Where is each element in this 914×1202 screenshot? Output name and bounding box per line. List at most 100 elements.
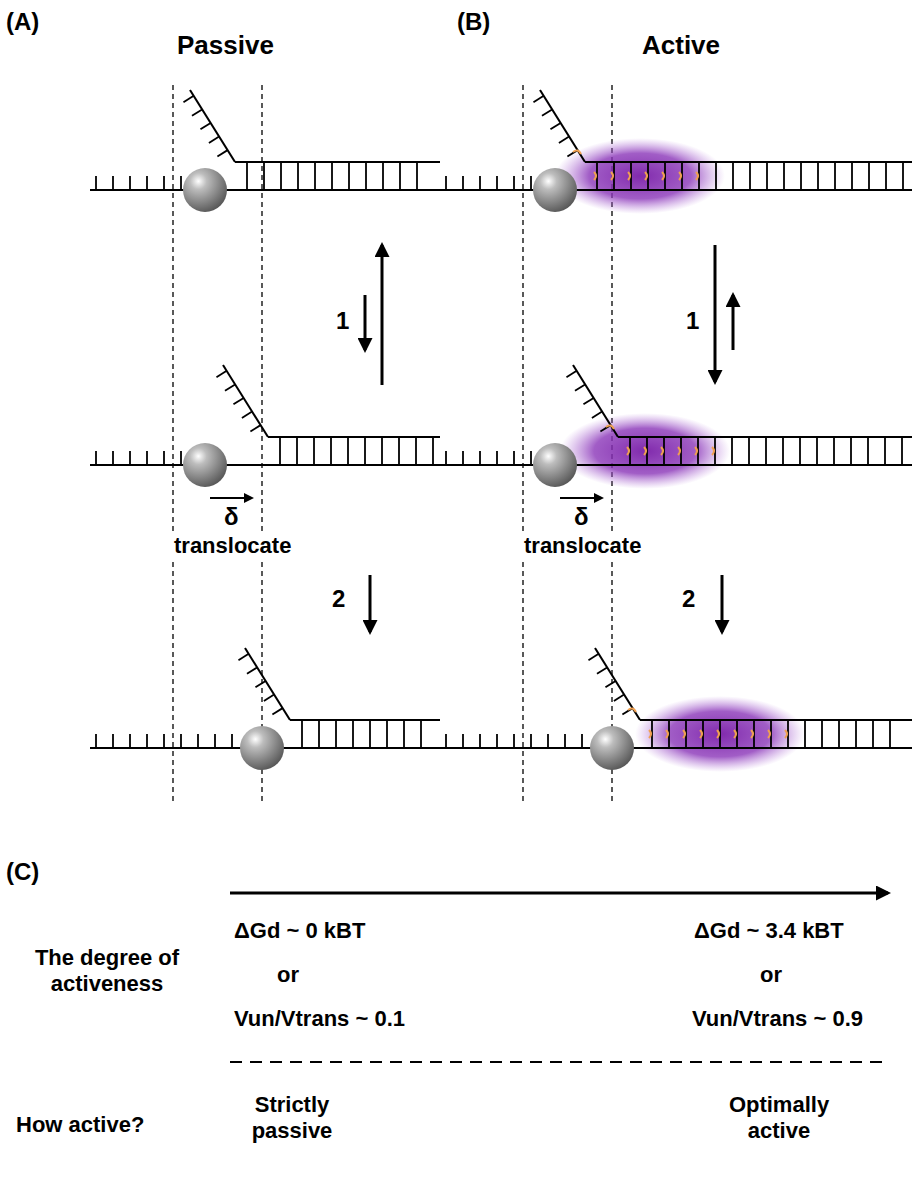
contact-mark <box>700 730 702 738</box>
dna-stroke <box>573 365 618 437</box>
dna-stroke <box>445 451 447 465</box>
dna-stroke <box>242 412 252 418</box>
dna-stroke <box>398 437 400 465</box>
helicase-sphere <box>240 726 284 770</box>
contact-mark <box>768 730 770 738</box>
dna-stroke <box>129 176 131 190</box>
contact-mark <box>649 730 651 738</box>
scale-value: or <box>758 962 784 988</box>
dna-stroke <box>318 720 320 748</box>
contact-mark <box>611 172 613 180</box>
dna-stroke <box>280 162 282 190</box>
dna-stroke <box>183 96 193 102</box>
dna-stroke <box>209 137 219 143</box>
dna-stroke <box>867 437 869 465</box>
dna-stroke <box>190 90 235 162</box>
dna-stroke <box>851 162 853 190</box>
dna-stroke <box>231 734 233 748</box>
dna-stroke <box>513 451 515 465</box>
shift-symbol: δ <box>572 503 591 532</box>
dna-stroke <box>238 654 248 660</box>
contact-mark <box>683 730 685 738</box>
dna-stroke <box>800 162 802 190</box>
contact-mark <box>628 708 636 712</box>
dna-stroke <box>715 162 717 190</box>
contact-mark <box>695 447 697 455</box>
dna-stroke <box>297 162 299 190</box>
dna-stroke <box>440 189 912 191</box>
contact-mark <box>785 730 787 738</box>
scale-value: ΔGd ~ 3.4 kBT <box>692 918 846 944</box>
dna-stroke <box>530 734 532 748</box>
dna-stroke <box>146 734 148 748</box>
contact-mark <box>661 447 663 455</box>
helicase-sphere <box>533 168 577 212</box>
dna-stroke <box>479 451 481 465</box>
dna-stroke <box>233 398 243 404</box>
dna-stroke <box>420 720 422 748</box>
scale-value: Vun/Vtrans ~ 0.9 <box>690 1006 865 1032</box>
dna-stroke <box>216 371 226 377</box>
dna-stroke <box>225 384 235 390</box>
dna-stroke <box>816 437 818 465</box>
dna-stroke <box>550 123 560 129</box>
dna-stroke <box>640 719 912 721</box>
contact-mark <box>679 172 681 180</box>
dna-stroke <box>765 437 767 465</box>
dna-stroke <box>301 720 303 748</box>
dna-stroke <box>90 189 440 191</box>
dna-stroke <box>223 365 268 437</box>
dna-stroke <box>217 150 227 156</box>
panel-letter: (C) <box>4 858 41 887</box>
dna-stroke <box>748 437 750 465</box>
panel-title: Passive <box>175 30 276 61</box>
contact-mark <box>666 730 668 738</box>
dna-stroke <box>566 371 576 377</box>
dna-stroke <box>163 451 165 465</box>
dna-stroke <box>180 734 182 748</box>
protein-glow <box>635 696 805 772</box>
dna-stroke <box>782 437 784 465</box>
contact-mark <box>751 730 753 738</box>
dna-stroke <box>314 162 316 190</box>
dna-stroke <box>749 162 751 190</box>
dna-stroke <box>732 162 734 190</box>
step-number: 2 <box>680 585 697 614</box>
dna-stroke <box>799 437 801 465</box>
panel-title: Active <box>640 30 722 61</box>
dna-stroke <box>263 162 265 190</box>
scale-category: Strictly passive <box>230 1092 354 1145</box>
step-number: 1 <box>334 307 351 336</box>
dna-stroke <box>462 451 464 465</box>
dna-stroke <box>432 437 434 465</box>
step-number: 2 <box>330 585 347 614</box>
dna-stroke <box>403 720 405 748</box>
dna-stroke <box>440 464 912 466</box>
dna-stroke <box>197 734 199 748</box>
dna-stroke <box>200 123 210 129</box>
protein-glow <box>555 138 725 214</box>
dna-stroke <box>850 437 852 465</box>
dna-stroke <box>245 648 290 720</box>
dna-stroke <box>817 162 819 190</box>
dna-stroke <box>496 451 498 465</box>
dna-stroke <box>95 734 97 748</box>
dna-stroke <box>381 437 383 465</box>
dna-stroke <box>530 451 532 465</box>
dna-stroke <box>146 176 148 190</box>
contact-mark <box>627 447 629 455</box>
step-arrows <box>210 245 890 1062</box>
dna-stroke <box>614 695 624 701</box>
dna-stroke <box>246 162 248 190</box>
dna-stroke <box>731 437 733 465</box>
dna-stroke <box>416 162 418 190</box>
dna-stroke <box>129 451 131 465</box>
dna-stroke <box>513 176 515 190</box>
step-label: translocate <box>172 533 293 559</box>
dna-stroke <box>533 96 543 102</box>
contact-mark <box>678 447 680 455</box>
helicase-sphere <box>183 168 227 212</box>
dna-stroke <box>112 734 114 748</box>
dna-stroke <box>821 720 823 748</box>
dna-stroke <box>250 425 260 431</box>
